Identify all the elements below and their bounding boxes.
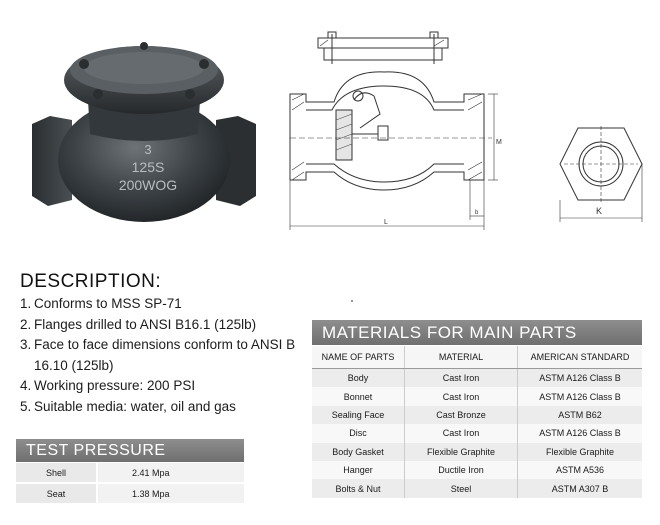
cell-standard: ASTM A126 Class B	[517, 387, 642, 406]
column-header: AMERICAN STANDARD	[517, 346, 642, 369]
label-b: b	[475, 210, 479, 216]
table-row: Body Cast Iron ASTM A126 Class B	[312, 368, 642, 388]
cell-standard: ASTM A126 Class B	[517, 424, 642, 443]
table-row: Seat 1.38 Mpa	[16, 483, 244, 505]
cell-material: Cast Bronze	[404, 405, 518, 425]
hex-nut-drawing: K	[559, 126, 643, 222]
table-row: Shell 2.41 Mpa	[16, 463, 244, 484]
description-item: 5.Suitable media: water, oil and gas	[20, 398, 236, 414]
cell-part: Hanger	[312, 460, 405, 480]
row-label: Shell	[16, 463, 98, 484]
cell-material: Ductile Iron	[404, 460, 518, 480]
table-row: Disc Cast Iron ASTM A126 Class B	[312, 424, 642, 443]
casting-mark: 3	[144, 142, 151, 157]
description-item: 4.Working pressure: 200 PSI	[20, 378, 196, 393]
cell-standard: ASTM A126 Class B	[517, 368, 642, 388]
cell-standard: ASTM A536	[517, 460, 642, 480]
cell-standard: Flexible Graphite	[517, 442, 642, 461]
test-pressure-table: Shell 2.41 Mpa Seat 1.38 Mpa	[16, 463, 244, 505]
table-header-row: NAME OF PARTS MATERIAL AMERICAN STANDARD	[312, 346, 642, 369]
table-row: Bonnet Cast Iron ASTM A126 Class B	[312, 387, 642, 406]
row-value: 1.38 Mpa	[97, 483, 244, 505]
materials-table: NAME OF PARTS MATERIAL AMERICAN STANDARD…	[312, 346, 642, 498]
cell-material: Cast Iron	[404, 424, 518, 443]
cell-standard: ASTM B62	[517, 405, 642, 425]
cell-material: Cast Iron	[404, 368, 518, 388]
cell-material: Flexible Graphite	[404, 442, 518, 461]
test-pressure-title: TEST PRESSURE	[16, 439, 244, 462]
label-l: L	[384, 219, 388, 226]
cell-material: Steel	[404, 479, 518, 498]
cell-part: Bolts & Nut	[312, 479, 405, 498]
casting-mark: 125S	[132, 159, 165, 175]
table-row: Sealing Face Cast Bronze ASTM B62	[312, 405, 642, 425]
row-value: 2.41 Mpa	[97, 463, 244, 484]
description-title: DESCRIPTION:	[20, 271, 162, 292]
description-item: 2.Flanges drilled to ANSI B16.1 (125lb)	[20, 316, 257, 332]
table-row: Body Gasket Flexible Graphite Flexible G…	[312, 442, 642, 461]
label-m: M	[496, 139, 502, 146]
cell-part: Body Gasket	[312, 442, 405, 461]
description-item: 1.Conforms to MSS SP-71	[20, 296, 182, 311]
cell-material: Cast Iron	[404, 387, 518, 406]
label-k: K	[596, 206, 602, 216]
cell-part: Body	[312, 368, 405, 388]
column-header: NAME OF PARTS	[312, 346, 405, 369]
section-drawing: M b L	[289, 31, 502, 230]
table-row: Bolts & Nut Steel ASTM A307 B	[312, 479, 642, 498]
description-list: 1.Conforms to MSS SP-71 2.Flanges drille…	[20, 294, 300, 417]
cell-part: Sealing Face	[312, 405, 405, 425]
speck	[351, 300, 353, 302]
column-header: MATERIAL	[404, 346, 518, 369]
casting-mark: 200WOG	[119, 177, 177, 193]
cell-part: Disc	[312, 424, 405, 443]
valve-photo: 3 125S 200WOG	[32, 42, 256, 222]
table-row: Hanger Ductile Iron ASTM A536	[312, 460, 642, 480]
materials-title: MATERIALS FOR MAIN PARTS	[312, 320, 642, 345]
row-label: Seat	[16, 483, 98, 505]
cell-standard: ASTM A307 B	[517, 479, 642, 498]
cell-part: Bonnet	[312, 387, 405, 406]
description-item: 3.Face to face dimensions conform to ANS…	[20, 337, 296, 373]
